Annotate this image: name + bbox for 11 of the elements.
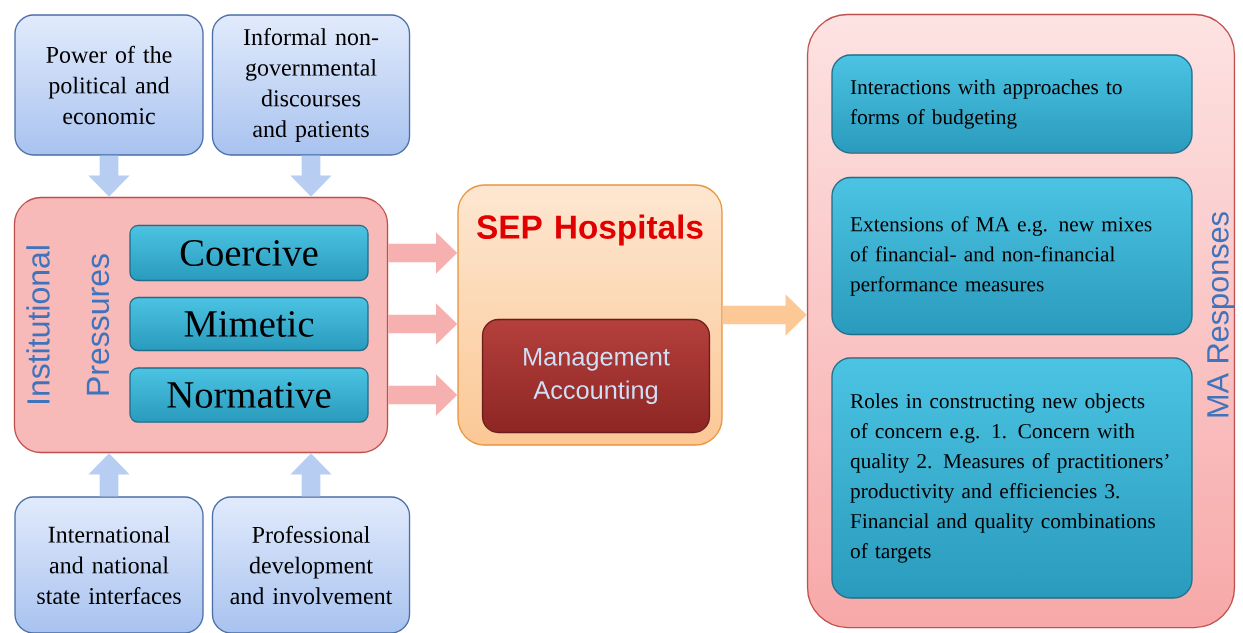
- response-box: Roles in constructing new objects of concern e.g. 1. Concern with quality 2. Measures of practitioners’ productivity and efficiencies 3. Financial and quality combinations of targets: [831, 357, 1193, 599]
- influence-box: International and national state interfaces: [14, 496, 204, 633]
- response-box: Interactions with approaches to forms of budgeting: [831, 54, 1193, 154]
- pressure-box: Coercive: [129, 224, 369, 282]
- pressure-box: Normative: [129, 367, 369, 423]
- pressure-box: Mimetic: [129, 296, 369, 352]
- influence-box: Professional development and involvement: [211, 496, 411, 633]
- influence-box: Power of the political and economic: [14, 14, 204, 156]
- response-box: Extensions of MA e.g. new mixes of financial- and non-financial performance measures: [831, 176, 1193, 336]
- influence-box: Informal non-governmental discourses and patients: [211, 14, 411, 156]
- accounting-box: Management Accounting: [481, 318, 711, 434]
